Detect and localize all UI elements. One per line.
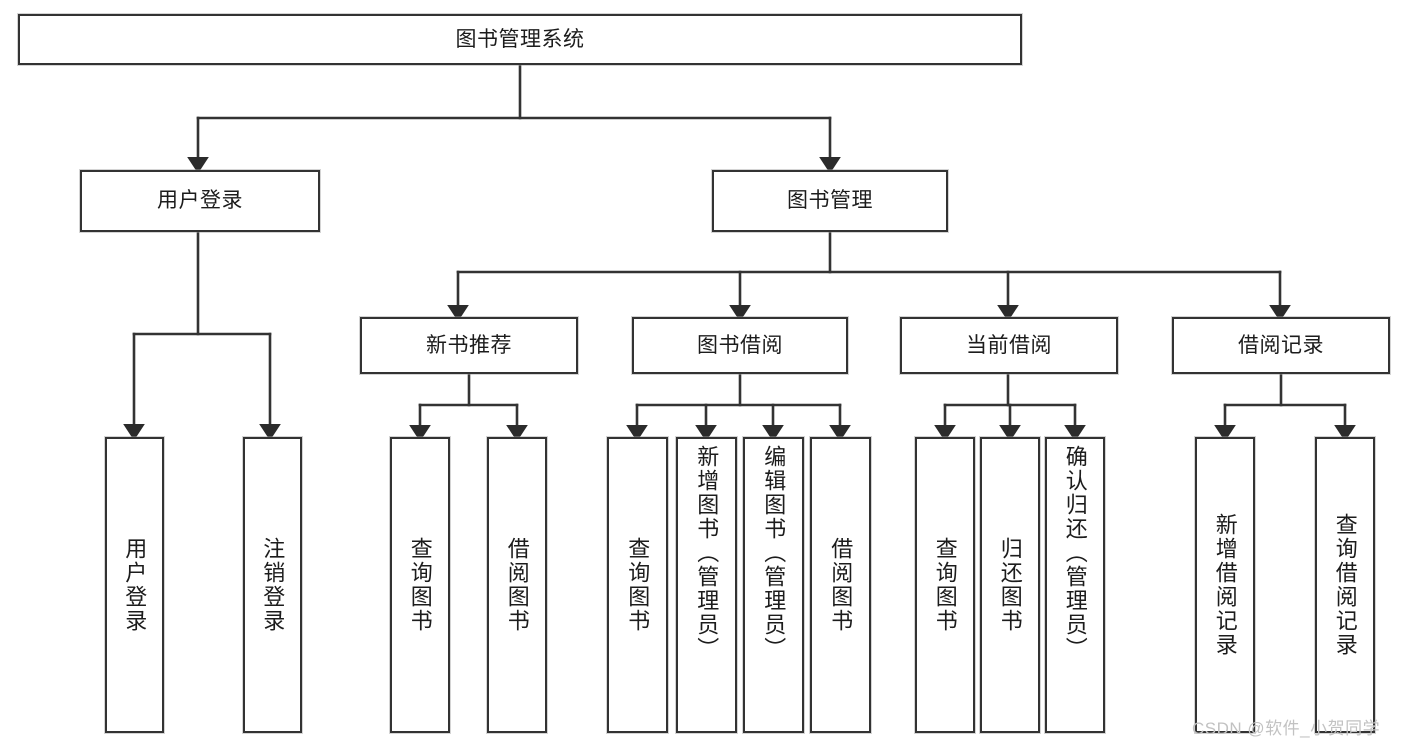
node-leaf-query-borrow-record-label: 查询借阅记录	[1332, 513, 1358, 657]
node-new-book-recommend-label: 新书推荐	[426, 333, 512, 357]
node-leaf-add-borrow-record-label: 新增借阅记录	[1212, 513, 1238, 657]
node-book-manage[interactable]: 图书管理	[712, 170, 948, 232]
node-leaf-confirm-return-admin[interactable]: 确认归还（管理员）	[1045, 437, 1105, 733]
node-leaf-edit-book-admin-label: 编辑图书（管理员）	[761, 445, 787, 661]
node-leaf-borrow-book[interactable]: 借阅图书	[810, 437, 871, 733]
node-current-borrow-label: 当前借阅	[966, 333, 1052, 357]
node-borrow-record[interactable]: 借阅记录	[1172, 317, 1390, 374]
node-user-login[interactable]: 用户登录	[80, 170, 320, 232]
node-leaf-query-book-current[interactable]: 查询图书	[915, 437, 975, 733]
node-root[interactable]: 图书管理系统	[18, 14, 1022, 65]
node-leaf-user-login-label: 用户登录	[122, 537, 148, 633]
node-leaf-add-book-admin[interactable]: 新增图书（管理员）	[676, 437, 737, 733]
node-leaf-borrow-book-rec[interactable]: 借阅图书	[487, 437, 547, 733]
node-book-manage-label: 图书管理	[787, 189, 873, 213]
node-leaf-query-book-rec-label: 查询图书	[407, 537, 433, 633]
node-leaf-logout-login-label: 注销登录	[260, 537, 286, 633]
node-leaf-add-book-admin-label: 新增图书（管理员）	[694, 445, 720, 661]
node-leaf-user-login[interactable]: 用户登录	[105, 437, 164, 733]
node-leaf-return-book-label: 归还图书	[997, 537, 1023, 633]
node-book-borrow-label: 图书借阅	[697, 333, 783, 357]
node-root-label: 图书管理系统	[455, 27, 585, 51]
node-borrow-record-label: 借阅记录	[1238, 333, 1324, 357]
node-new-book-recommend[interactable]: 新书推荐	[360, 317, 578, 374]
node-leaf-query-book-borrow[interactable]: 查询图书	[607, 437, 668, 733]
watermark: CSDN @软件_小贺同学	[1192, 719, 1381, 738]
node-user-login-label: 用户登录	[157, 189, 243, 213]
node-leaf-query-borrow-record[interactable]: 查询借阅记录	[1315, 437, 1375, 733]
node-leaf-borrow-book-rec-label: 借阅图书	[504, 537, 530, 633]
node-leaf-logout-login[interactable]: 注销登录	[243, 437, 302, 733]
node-leaf-return-book[interactable]: 归还图书	[980, 437, 1040, 733]
node-leaf-query-book-borrow-label: 查询图书	[625, 537, 651, 633]
node-book-borrow[interactable]: 图书借阅	[632, 317, 848, 374]
node-current-borrow[interactable]: 当前借阅	[900, 317, 1118, 374]
node-leaf-confirm-return-admin-label: 确认归还（管理员）	[1062, 445, 1088, 661]
node-leaf-borrow-book-label: 借阅图书	[828, 537, 854, 633]
node-leaf-query-book-current-label: 查询图书	[932, 537, 958, 633]
node-leaf-edit-book-admin[interactable]: 编辑图书（管理员）	[743, 437, 804, 733]
node-leaf-add-borrow-record[interactable]: 新增借阅记录	[1195, 437, 1255, 733]
node-leaf-query-book-rec[interactable]: 查询图书	[390, 437, 450, 733]
